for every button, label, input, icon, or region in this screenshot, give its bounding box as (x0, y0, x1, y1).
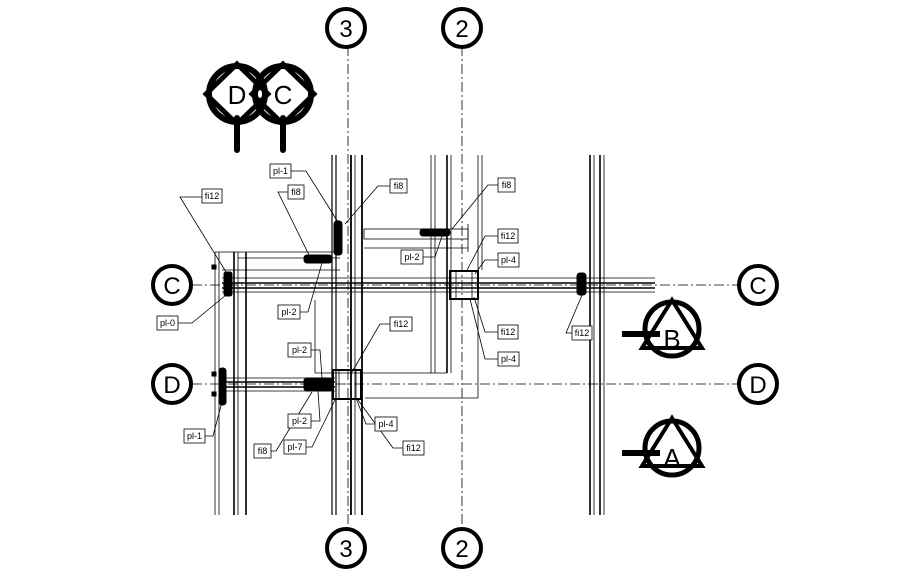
svg-text:fi8: fi8 (291, 187, 301, 197)
svg-text:fi8: fi8 (394, 181, 404, 191)
tag-fi8-b: fi8 (389, 178, 408, 194)
grid-bubble-d-right: D (737, 363, 779, 405)
svg-text:pl-2: pl-2 (281, 307, 296, 317)
section-mark-b: B (622, 296, 706, 359)
svg-text:D: D (163, 372, 180, 399)
grid-bubble-2-top: 2 (441, 7, 483, 49)
svg-text:C: C (274, 80, 293, 110)
tag-fi8-d: fi8 (253, 443, 272, 459)
svg-text:pl-2: pl-2 (404, 252, 419, 262)
svg-text:C: C (749, 273, 766, 300)
tag-fi12-a: fi12 (201, 188, 223, 204)
tag-pl2-a: pl-2 (400, 249, 424, 265)
grid-lines (192, 46, 738, 528)
tag-pl1-a: pl-1 (269, 163, 292, 179)
tag-pl4-a: pl-4 (497, 252, 520, 268)
tag-fi8-c: fi8 (497, 177, 516, 193)
svg-text:fi12: fi12 (501, 231, 516, 241)
svg-text:fi8: fi8 (258, 446, 268, 456)
svg-text:D: D (749, 372, 766, 399)
tag-pl4-c: pl-4 (374, 416, 398, 432)
svg-text:fi12: fi12 (575, 328, 590, 338)
grid-bubble-3-bottom: 3 (325, 527, 367, 569)
tag-pl2-c: pl-2 (287, 342, 312, 358)
svg-text:3: 3 (339, 16, 352, 43)
tag-fi12-b: fi12 (497, 228, 519, 244)
svg-text:fi12: fi12 (501, 327, 516, 337)
tag-fi12-e: fi12 (571, 325, 593, 341)
tag-fi12-d: fi12 (497, 324, 519, 340)
grid-bubble-c-right: C (737, 264, 779, 306)
svg-text:fi12: fi12 (205, 191, 220, 201)
svg-text:C: C (163, 273, 180, 300)
tag-fi12-f: fi12 (402, 440, 425, 456)
svg-text:fi8: fi8 (502, 180, 512, 190)
elevation-mark-right: C (248, 60, 318, 153)
tag-pl2-b: pl-2 (277, 304, 301, 320)
section-mark-a: A (622, 414, 706, 478)
svg-text:3: 3 (339, 536, 352, 563)
svg-text:2: 2 (455, 536, 468, 563)
leader-lines (178, 170, 583, 452)
grid-bubble-2-bottom: 2 (441, 527, 483, 569)
svg-text:pl-4: pl-4 (501, 255, 516, 265)
svg-text:pl-7: pl-7 (287, 442, 302, 452)
tag-fi12-c: fi12 (389, 316, 413, 332)
svg-text:pl-2: pl-2 (292, 345, 307, 355)
svg-text:pl-4: pl-4 (378, 419, 393, 429)
tag-pl7: pl-7 (283, 439, 307, 455)
svg-text:pl-2: pl-2 (292, 416, 307, 426)
svg-text:2: 2 (455, 16, 468, 43)
svg-text:pl-1: pl-1 (187, 431, 202, 441)
svg-text:fi12: fi12 (394, 319, 409, 329)
svg-text:A: A (663, 443, 681, 473)
tag-pl1-b: pl-1 (183, 428, 206, 444)
rebar-elements (211, 220, 587, 406)
tag-fi8-a: fi8 (287, 184, 305, 200)
svg-text:D: D (228, 80, 247, 110)
grid-bubble-c-left: C (151, 264, 193, 306)
grid-bubble-d-left: D (151, 363, 193, 405)
svg-text:pl-1: pl-1 (273, 166, 288, 176)
grid-bubble-3-top: 3 (325, 7, 367, 49)
svg-text:pl-0: pl-0 (160, 318, 175, 328)
tag-pl0: pl-0 (156, 315, 179, 331)
svg-text:fi12: fi12 (406, 443, 421, 453)
tag-pl4-b: pl-4 (497, 351, 520, 367)
svg-text:pl-4: pl-4 (501, 354, 516, 364)
tag-pl2-d: pl-2 (287, 413, 312, 429)
svg-text:B: B (663, 324, 680, 354)
